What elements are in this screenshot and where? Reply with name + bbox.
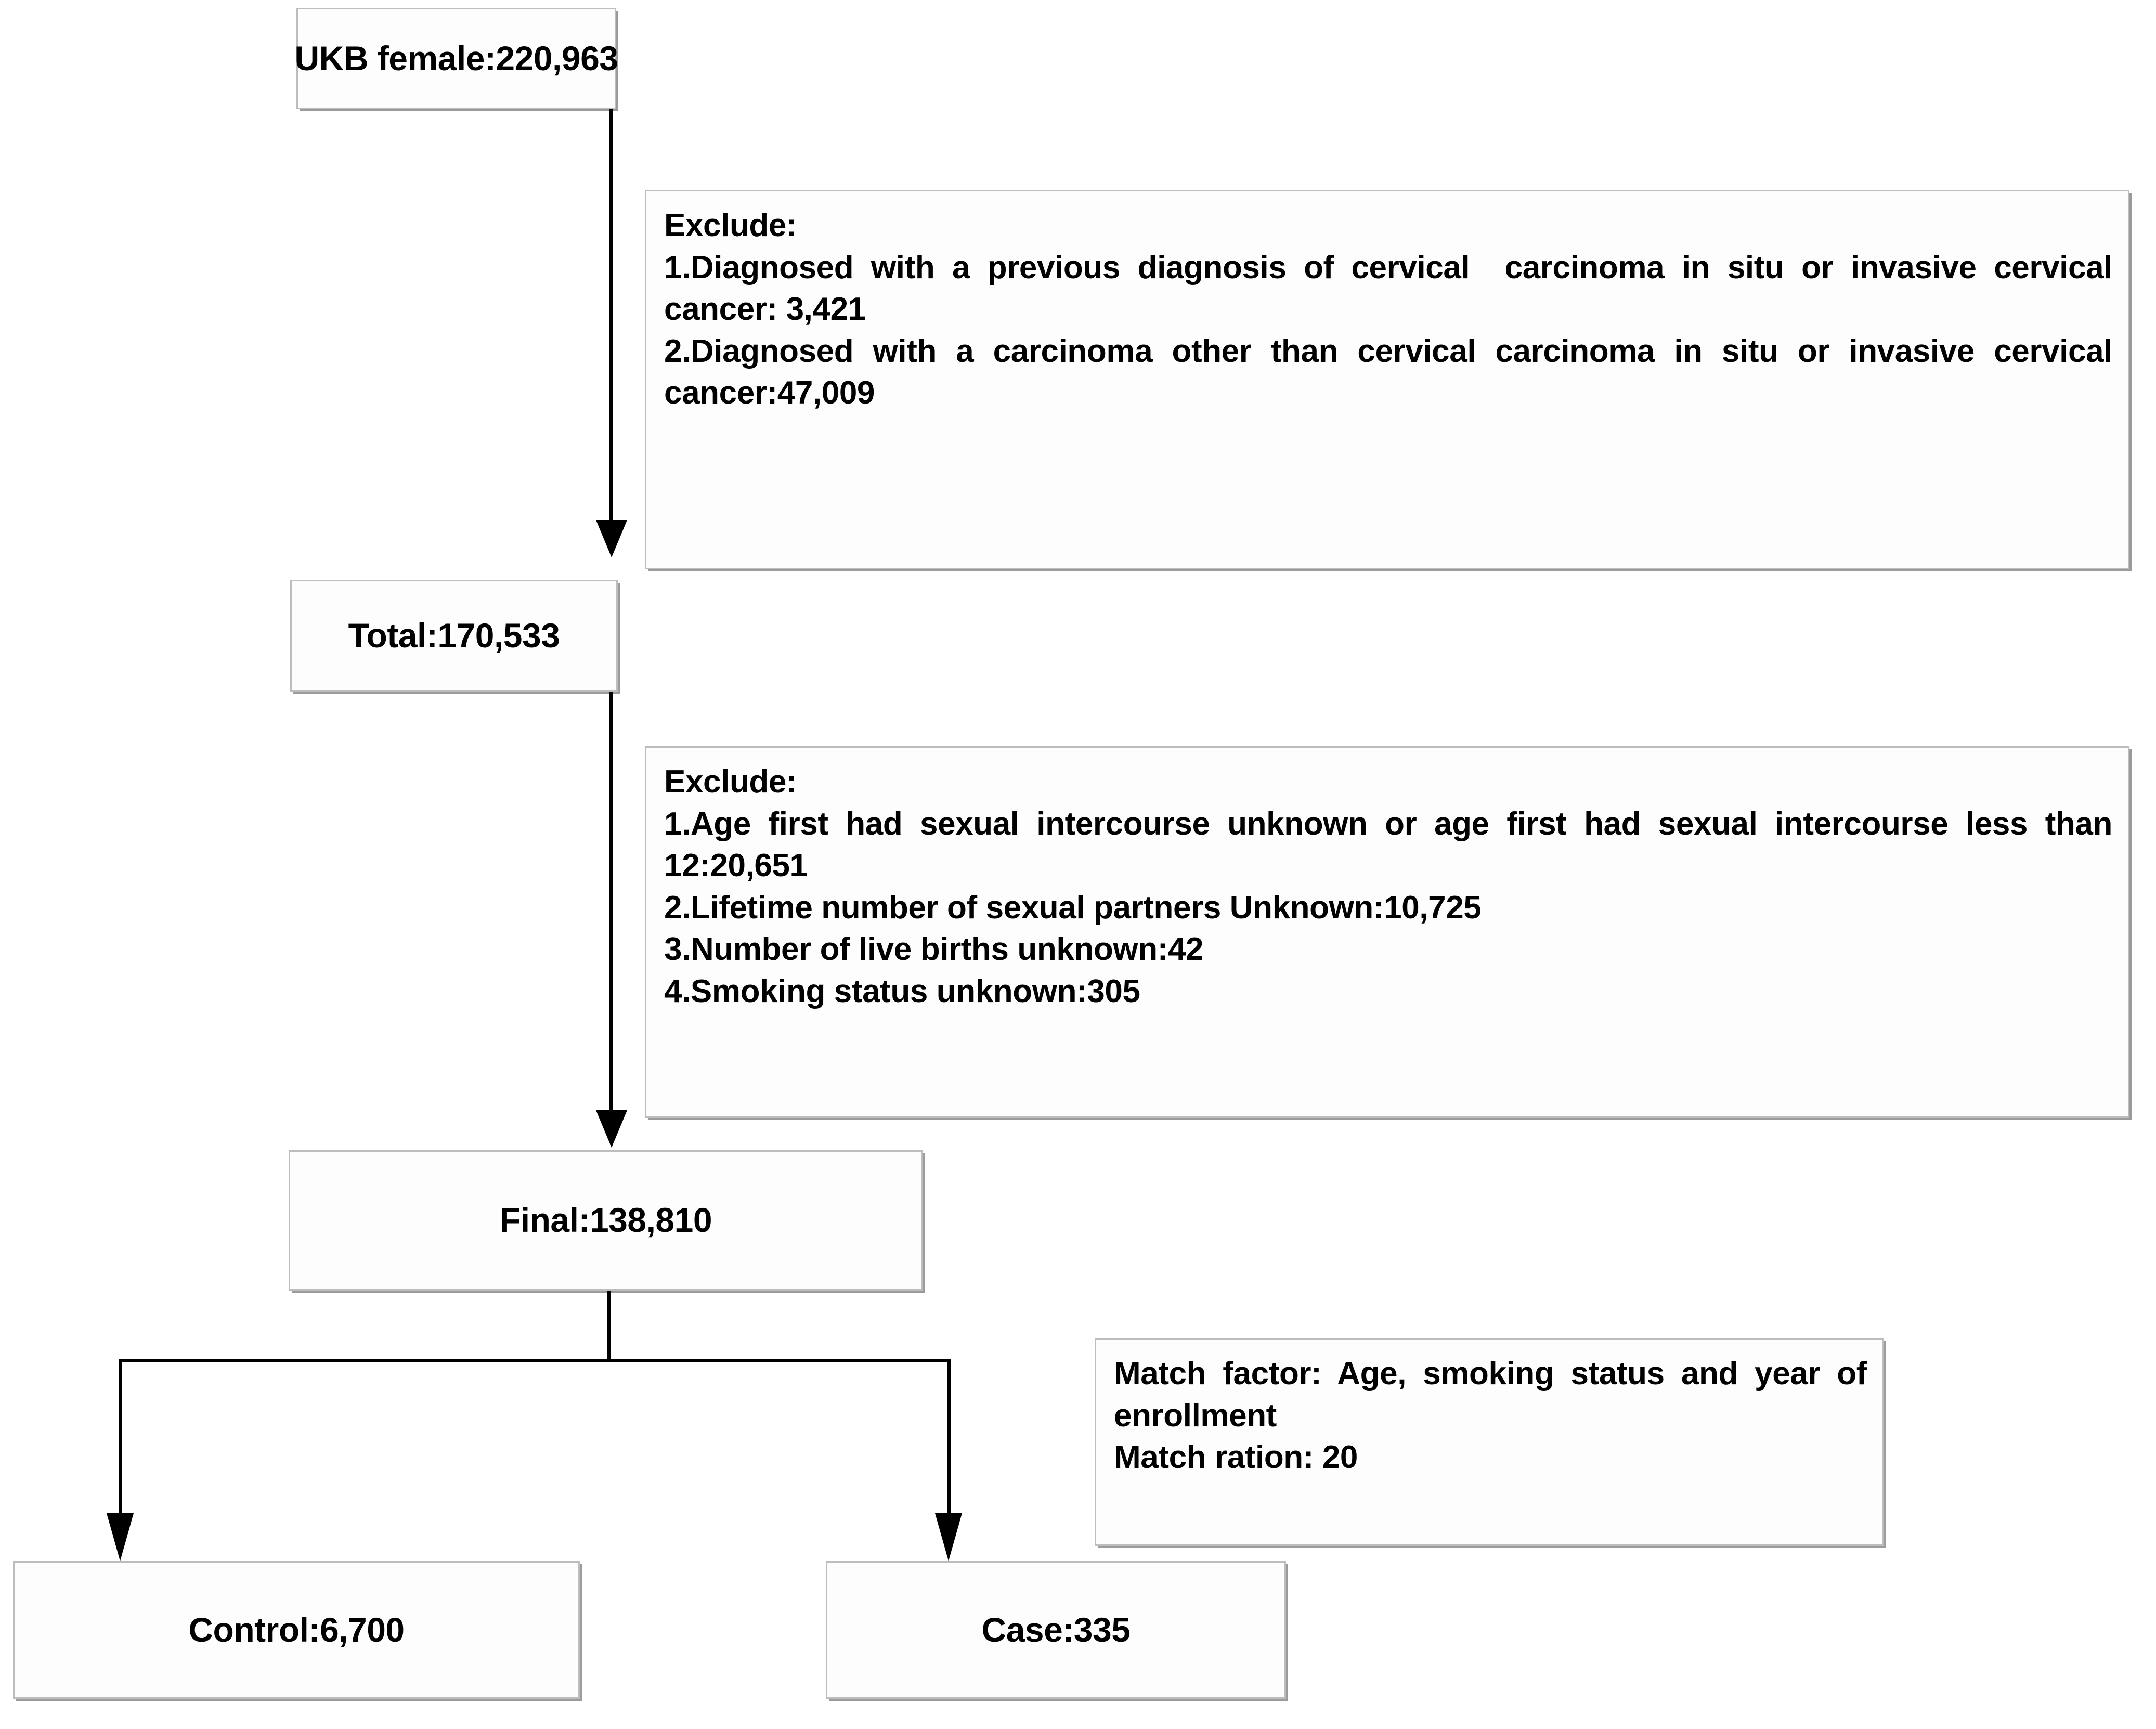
- node-ukb-female: UKB female:220,963: [294, 8, 619, 109]
- node-total-label: Total:170,533: [348, 616, 560, 655]
- node-final: Final:138,810: [289, 1150, 923, 1291]
- connector-branch-control: [119, 1359, 122, 1515]
- exclusion-1-item-2: 2.Diagnosed with a carcinoma other than …: [664, 333, 2121, 411]
- connector-final-stem: [607, 1291, 611, 1362]
- match-note-line-1: Match factor: Age, smoking status and ye…: [1114, 1356, 1876, 1434]
- node-ukb-female-label: UKB female:220,963: [294, 38, 619, 77]
- connector-total-to-final: [609, 692, 613, 1110]
- node-final-label: Final:138,810: [499, 1201, 712, 1240]
- exclusion-1-item-1: 1.Diagnosed with a previous diagnosis of…: [664, 249, 2121, 328]
- exclusion-box-1: Exclude: 1.Diagnosed with a previous dia…: [645, 190, 2129, 569]
- node-control: Control:6,700: [13, 1561, 580, 1699]
- exclusion-1-heading: Exclude:: [664, 207, 797, 243]
- connector-split-bar: [119, 1359, 951, 1362]
- exclusion-2-heading: Exclude:: [664, 764, 797, 800]
- node-case-label: Case:335: [981, 1610, 1131, 1649]
- arrowhead-to-control: [107, 1513, 134, 1561]
- arrowhead-total-to-final: [596, 1110, 627, 1148]
- connector-branch-case: [947, 1359, 951, 1515]
- arrowhead-ukb-to-total: [596, 520, 627, 557]
- node-control-label: Control:6,700: [188, 1610, 405, 1649]
- exclusion-2-item-4: 4.Smoking status unknown:305: [664, 973, 1140, 1009]
- exclusion-2-item-3: 3.Number of live births unknown:42: [664, 931, 1204, 968]
- node-case: Case:335: [826, 1561, 1286, 1699]
- exclusion-box-2: Exclude: 1.Age first had sexual intercou…: [645, 746, 2129, 1118]
- match-note-box: Match factor: Age, smoking status and ye…: [1095, 1338, 1884, 1546]
- exclusion-2-item-1: 1.Age first had sexual intercourse unkno…: [664, 805, 2121, 884]
- arrowhead-to-case: [935, 1513, 962, 1561]
- connector-ukb-to-total: [609, 109, 613, 520]
- match-note-line-2: Match ration: 20: [1114, 1439, 1358, 1476]
- node-total: Total:170,533: [290, 580, 618, 692]
- exclusion-2-item-2: 2.Lifetime number of sexual partners Unk…: [664, 889, 1482, 926]
